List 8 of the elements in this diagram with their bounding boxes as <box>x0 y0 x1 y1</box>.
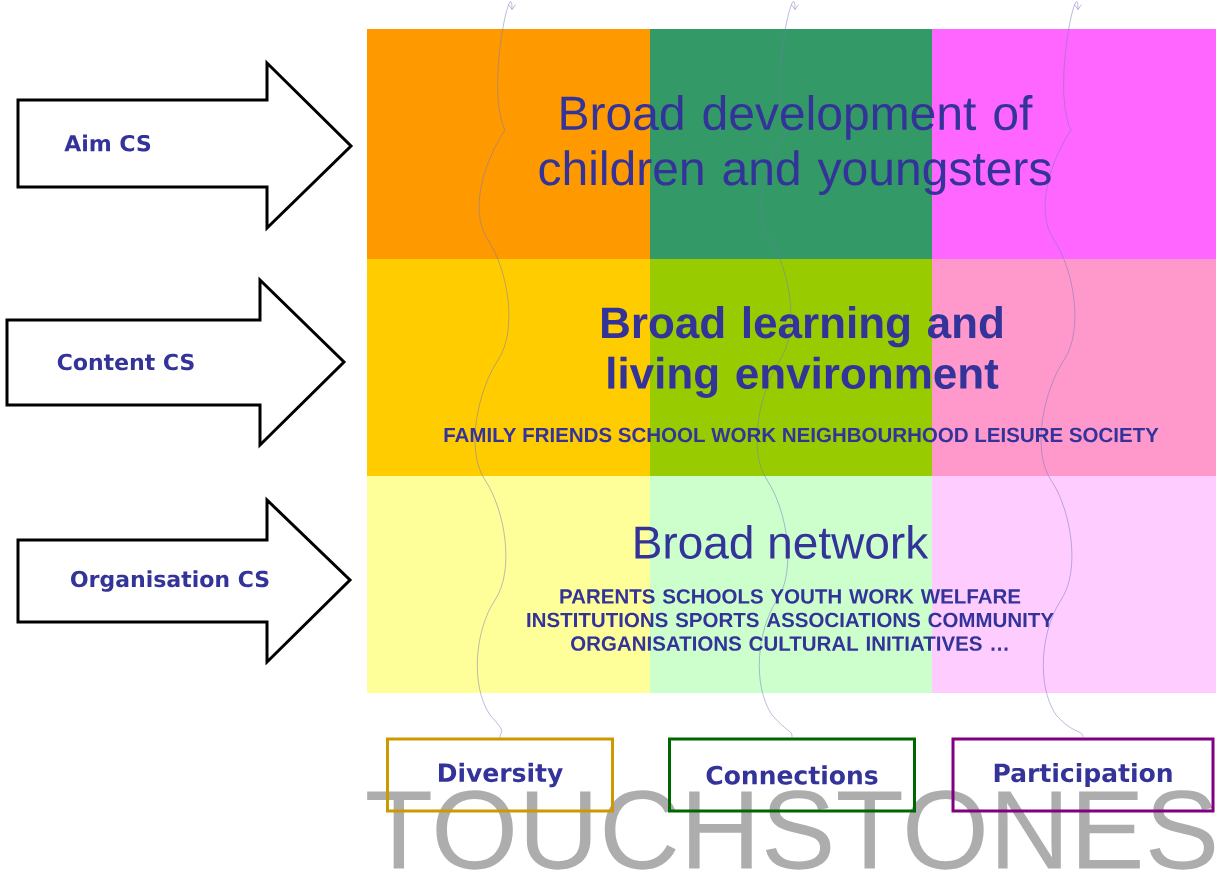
row-band <box>367 29 1216 259</box>
wavy-arrow <box>474 1 516 738</box>
band-heading: Broad network <box>635 525 929 559</box>
row-band <box>367 259 1216 476</box>
band-text: PARENTS SCHOOLS YOUTH WORK WELFARE INSTITUTIONS SPORTS ASSOCIATIONS COMMUNITY ORGANISATIONS CULTURAL INITIATIVES … <box>527 589 1054 651</box>
wavy-arrow <box>756 1 799 738</box>
row-band <box>367 476 1216 693</box>
wavy-arrow <box>1040 1 1084 738</box>
